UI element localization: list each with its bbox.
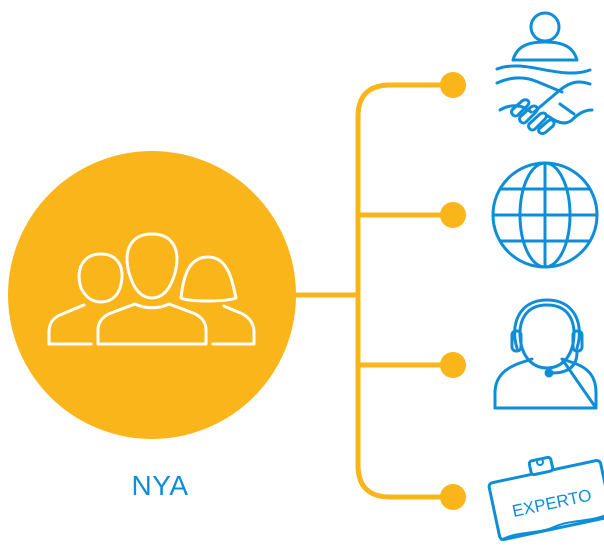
- branch-dot: [440, 202, 466, 228]
- expert-badge-icon: EXPERTO: [487, 455, 604, 542]
- globe-icon: [491, 161, 599, 269]
- group-circle: [8, 151, 296, 439]
- branch-dot: [440, 352, 466, 378]
- handshake-icon: [495, 11, 594, 135]
- branch-dot: [440, 72, 466, 98]
- branch-dot: [440, 484, 466, 510]
- connector-lines: [287, 82, 455, 500]
- branch-dots: [440, 72, 466, 510]
- group-label: NYA: [131, 470, 189, 501]
- support-headset-icon: [493, 298, 598, 410]
- branch-spine: [355, 82, 455, 500]
- group-people-icon: [47, 232, 256, 346]
